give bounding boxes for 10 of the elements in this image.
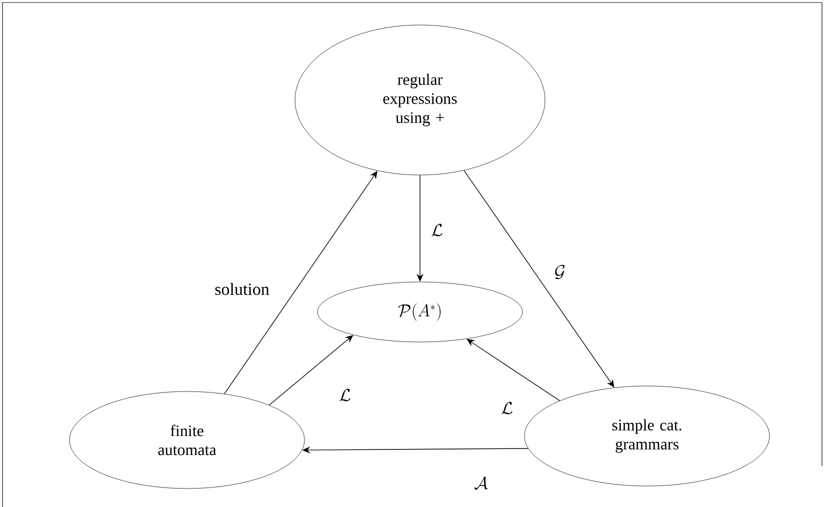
ellipse-node: $\mathcal{P}(A^*)$ <box>317 282 523 342</box>
edge-label: $\mathcal{L}$ <box>502 402 512 414</box>
ellipse-node: simple cat. grammars <box>524 386 770 486</box>
edge-label: $\mathcal{G}$ <box>555 264 565 280</box>
edge-label: $\mathcal{L}$ <box>432 224 442 236</box>
ellipse-node: finite automata <box>69 391 305 489</box>
edge-label: solution <box>215 283 270 295</box>
edge-label: $\mathcal{A}$ <box>474 476 488 490</box>
edge-label: $\mathcal{L}$ <box>340 388 350 402</box>
ellipse-node: regular expressions using + <box>294 24 546 176</box>
